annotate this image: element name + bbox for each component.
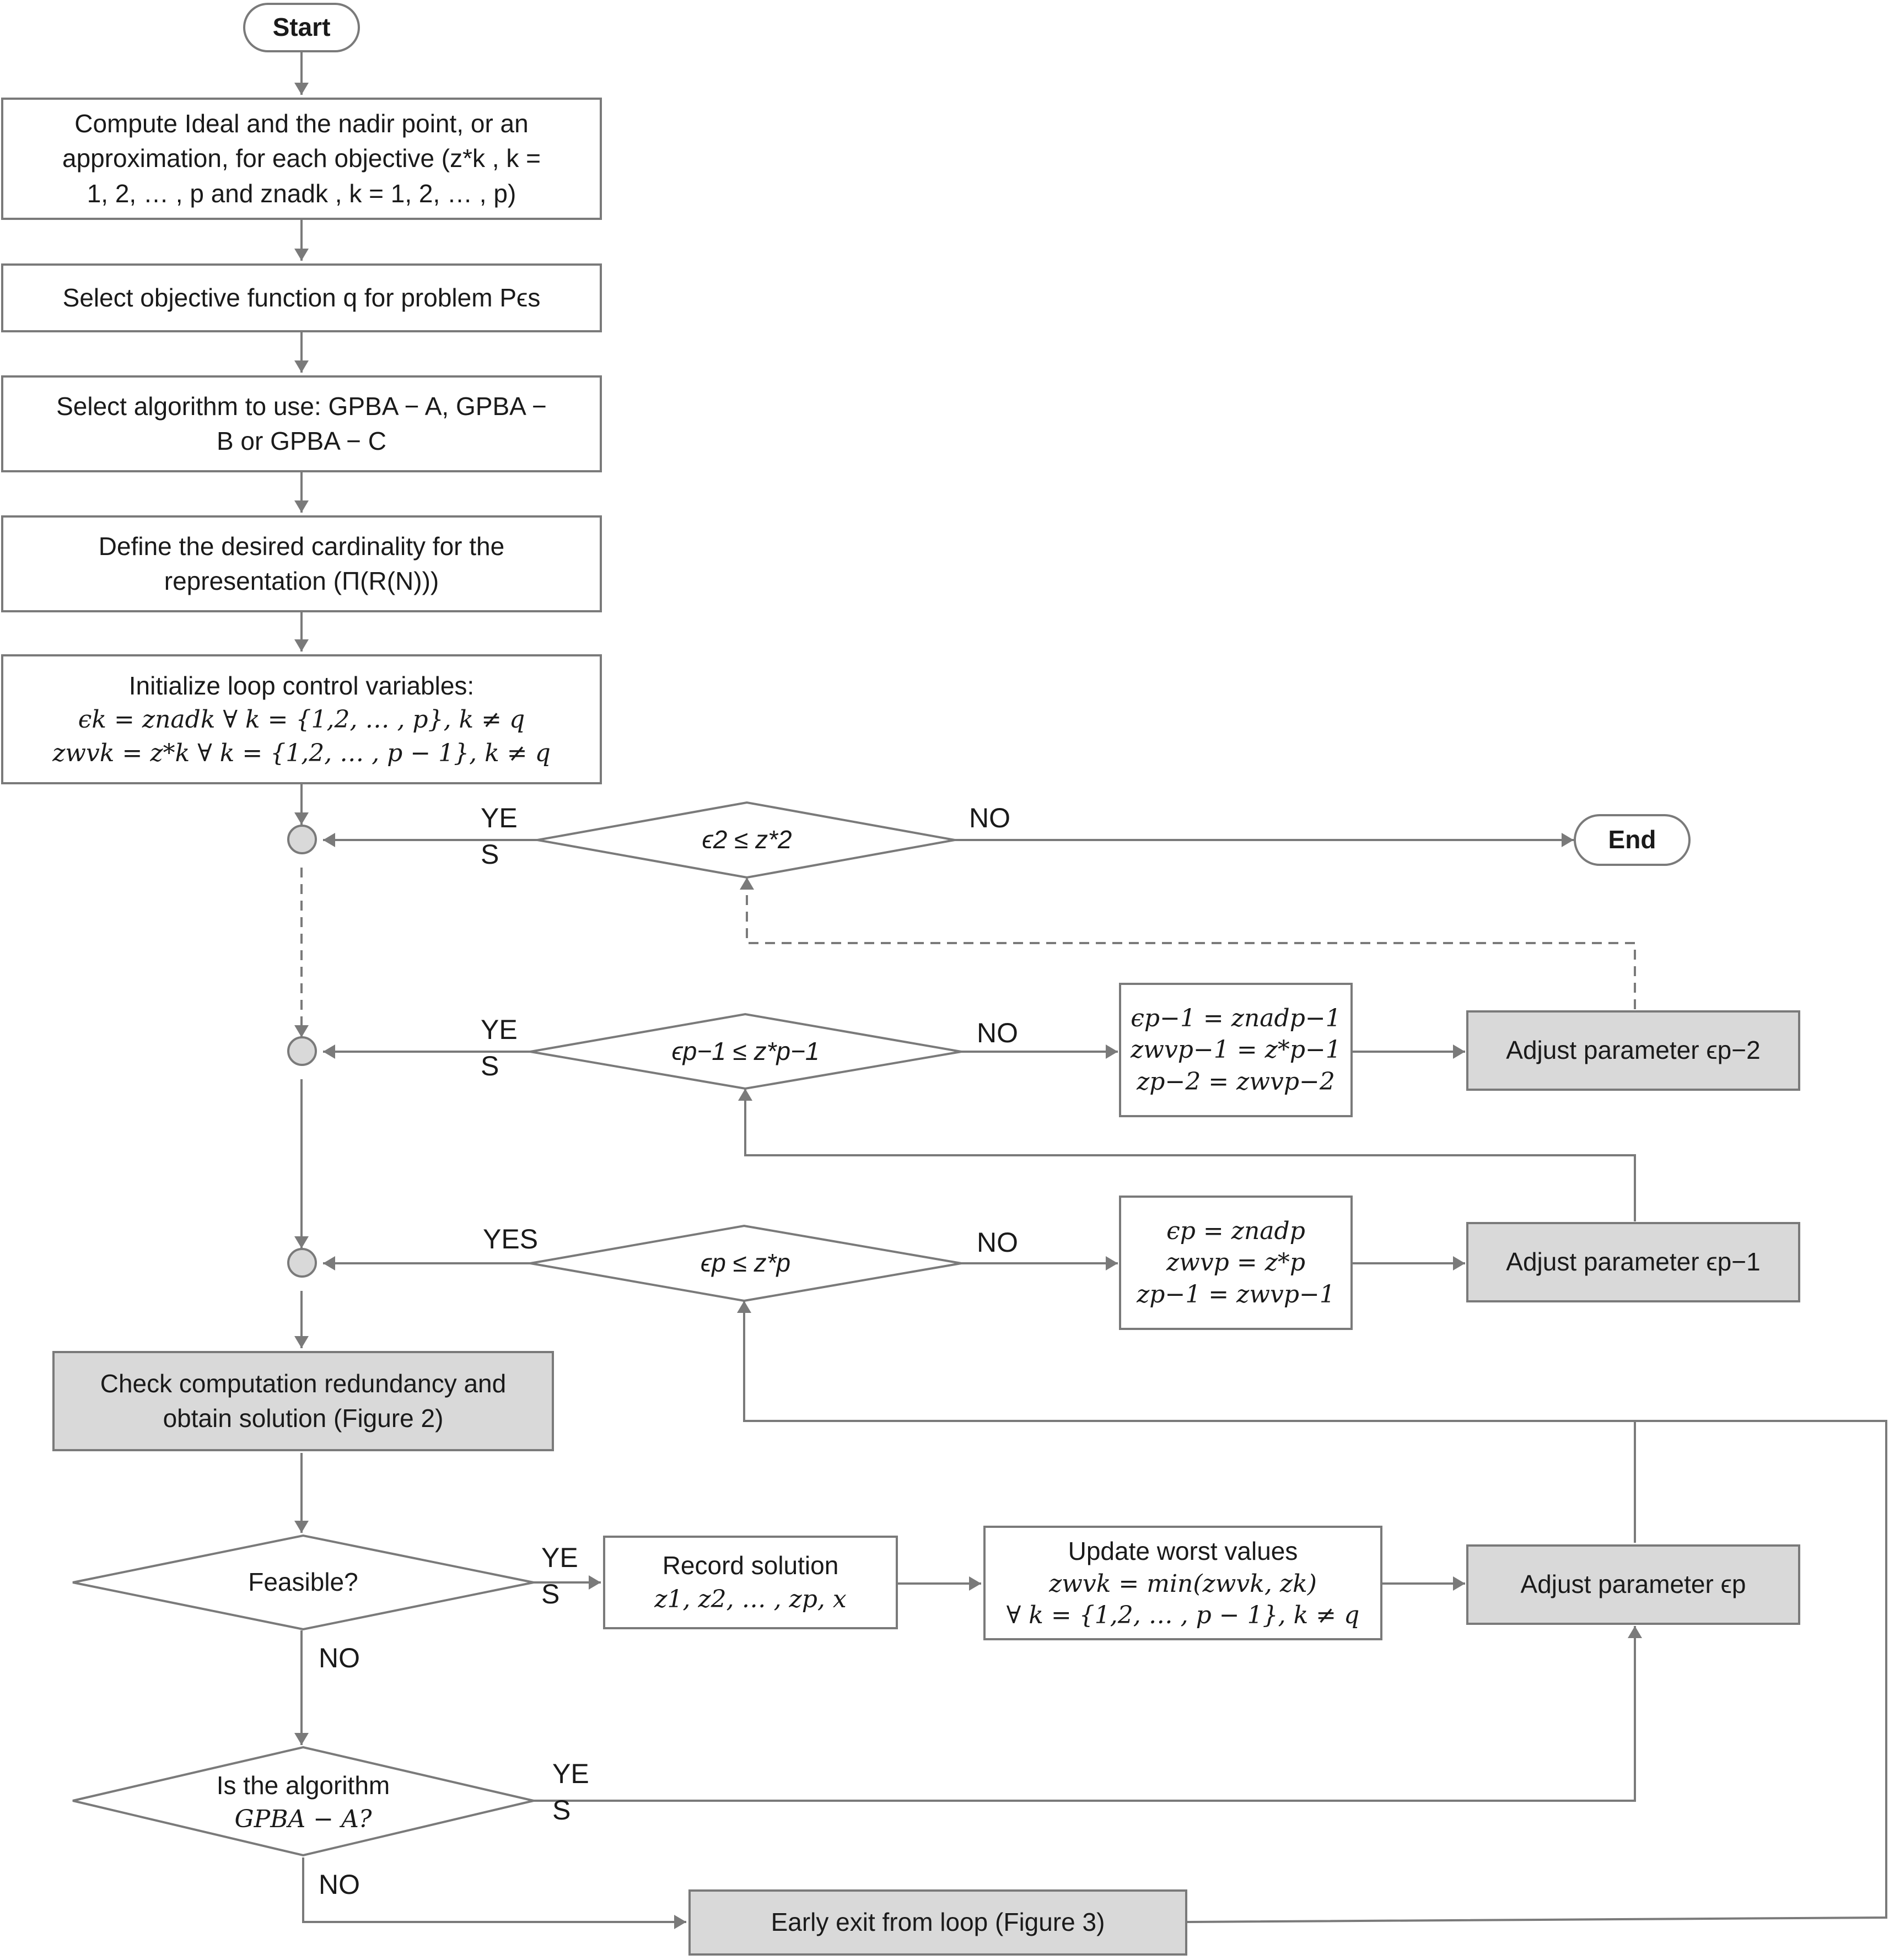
decision-feasible-label: Feasible? bbox=[248, 1568, 358, 1597]
decision-gpba: Is the algorithm GPBA − A? bbox=[165, 1767, 441, 1838]
label-yes-eps2-b: S bbox=[481, 839, 499, 870]
initialize-line-1: Initialize loop control variables: bbox=[128, 671, 475, 700]
record-solution-line-1: Record solution bbox=[662, 1550, 839, 1580]
label-yes-eps2-a: YE bbox=[481, 803, 518, 833]
update-worst-line-1: Update worst values bbox=[1068, 1536, 1298, 1565]
label-no-epsp1: NO bbox=[977, 1017, 1018, 1048]
reset-p-line-3: zp−1 = zwvp−1 bbox=[1137, 1280, 1335, 1309]
decision-epsp: ϵp ≤ z*p bbox=[584, 1242, 907, 1285]
reset-p-line-2: zwvp = z*p bbox=[1166, 1248, 1306, 1277]
reset-p-step: ϵp = znadp zwvp = z*p zp−1 = zwvp−1 bbox=[1119, 1196, 1353, 1330]
reset-p1-step: ϵp−1 = znadp−1 zwvp−1 = z*p−1 zp−2 = zwv… bbox=[1119, 983, 1353, 1117]
adjust-p1-label: Adjust parameter ϵp−1 bbox=[1506, 1247, 1761, 1277]
adjust-p-step: Adjust parameter ϵp bbox=[1466, 1544, 1800, 1625]
decision-gpba-shape bbox=[72, 1746, 534, 1857]
initialize-line-3: zwvk = z*k ∀ k = {1,2, … , p − 1}, k ≠ q bbox=[52, 739, 551, 767]
label-yes-feasible-b: S bbox=[541, 1579, 560, 1609]
reset-p1-line-1: ϵp−1 = znadp−1 bbox=[1131, 1004, 1341, 1033]
adjust-p1-step: Adjust parameter ϵp−1 bbox=[1466, 1222, 1800, 1302]
label-yes-feasible-a: YE bbox=[541, 1542, 578, 1573]
decision-epsp1-label: ϵp−1 ≤ z*p−1 bbox=[671, 1037, 820, 1066]
check-redundancy-line-1: Check computation redundancy and bbox=[100, 1369, 507, 1398]
initialize-step: Initialize loop control variables: ϵk = … bbox=[1, 654, 602, 784]
adjust-p2-label: Adjust parameter ϵp−2 bbox=[1506, 1036, 1761, 1065]
select-objective-step: Select objective function q for problem … bbox=[1, 263, 602, 332]
end-label: End bbox=[1608, 825, 1656, 854]
early-exit-step: Early exit from loop (Figure 3) bbox=[688, 1889, 1187, 1956]
decision-epsp1: ϵp−1 ≤ z*p−1 bbox=[584, 1030, 907, 1073]
update-worst-step: Update worst values zwvk = min(zwvk, zk)… bbox=[983, 1526, 1382, 1640]
decision-eps2-label: ϵ2 ≤ z*2 bbox=[702, 825, 792, 854]
define-cardinality-line-1: Define the desired cardinality for the bbox=[98, 531, 505, 561]
decision-epsp-shape bbox=[530, 1224, 962, 1302]
start-label: Start bbox=[272, 13, 331, 42]
start-terminal: Start bbox=[243, 3, 360, 52]
decision-gpba-line-1: Is the algorithm bbox=[216, 1770, 390, 1800]
initialize-line-2: ϵk = znadk ∀ k = {1,2, … , p}, k ≠ q bbox=[78, 706, 525, 734]
early-exit-label: Early exit from loop (Figure 3) bbox=[771, 1908, 1105, 1937]
decision-epsp1-shape bbox=[530, 1013, 962, 1090]
label-no-eps2: NO bbox=[969, 803, 1010, 833]
update-worst-line-3: ∀ k = {1,2, … , p − 1}, k ≠ q bbox=[1006, 1601, 1360, 1629]
label-yes-epsp: YES bbox=[483, 1224, 539, 1254]
decision-eps2-shape bbox=[537, 801, 955, 879]
compute-ideal-step: Compute Ideal and the nadir point, or an… bbox=[1, 98, 602, 220]
adjust-p2-step: Adjust parameter ϵp−2 bbox=[1466, 1010, 1800, 1091]
select-algorithm-step: Select algorithm to use: GPBA − A, GPBA … bbox=[1, 375, 602, 472]
reset-p1-line-2: zwvp−1 = z*p−1 bbox=[1131, 1036, 1341, 1064]
decision-gpba-line-2: GPBA − A? bbox=[234, 1805, 372, 1834]
record-solution-step: Record solution z1, z2, … , zp, x bbox=[603, 1536, 898, 1629]
junction-1 bbox=[287, 825, 317, 854]
select-algorithm-line-2: B or GPBA − C bbox=[216, 427, 387, 455]
update-worst-line-2: zwvk = min(zwvk, zk) bbox=[1049, 1569, 1317, 1598]
compute-ideal-line-3: 1, 2, … , p and znadk , k = 1, 2, … , p) bbox=[87, 179, 516, 208]
check-redundancy-line-2: obtain solution (Figure 2) bbox=[163, 1404, 444, 1433]
decision-feasible: Feasible? bbox=[165, 1563, 441, 1602]
decision-epsp-label: ϵp ≤ z*p bbox=[700, 1248, 791, 1278]
label-yes-epsp1-b: S bbox=[481, 1051, 499, 1081]
compute-ideal-line-2: approximation, for each objective (z*k ,… bbox=[62, 144, 541, 173]
label-yes-epsp1-a: YE bbox=[481, 1014, 518, 1045]
junction-2 bbox=[287, 1036, 317, 1066]
reset-p-line-1: ϵp = znadp bbox=[1166, 1217, 1305, 1246]
label-no-feasible: NO bbox=[319, 1643, 360, 1673]
label-yes-gpba-a: YE bbox=[552, 1758, 589, 1789]
label-no-gpba: NO bbox=[319, 1869, 360, 1900]
select-objective-label: Select objective function q for problem … bbox=[62, 283, 541, 312]
define-cardinality-step: Define the desired cardinality for the r… bbox=[1, 515, 602, 612]
define-cardinality-line-2: representation (Π(R(N))) bbox=[164, 567, 439, 595]
record-solution-line-2: z1, z2, … , zp, x bbox=[654, 1585, 847, 1614]
junction-3 bbox=[287, 1248, 317, 1278]
label-no-epsp: NO bbox=[977, 1227, 1018, 1258]
decision-feasible-shape bbox=[72, 1534, 534, 1631]
adjust-p-label: Adjust parameter ϵp bbox=[1520, 1570, 1746, 1599]
label-yes-gpba-b: S bbox=[552, 1795, 571, 1826]
end-terminal: End bbox=[1574, 814, 1691, 866]
select-algorithm-line-1: Select algorithm to use: GPBA − A, GPBA … bbox=[56, 391, 547, 421]
reset-p1-line-3: zp−2 = zwvp−2 bbox=[1137, 1067, 1335, 1096]
decision-eps2: ϵ2 ≤ z*2 bbox=[593, 819, 901, 861]
check-redundancy-step: Check computation redundancy and obtain … bbox=[52, 1351, 554, 1451]
compute-ideal-line-1: Compute Ideal and the nadir point, or an bbox=[74, 109, 529, 138]
